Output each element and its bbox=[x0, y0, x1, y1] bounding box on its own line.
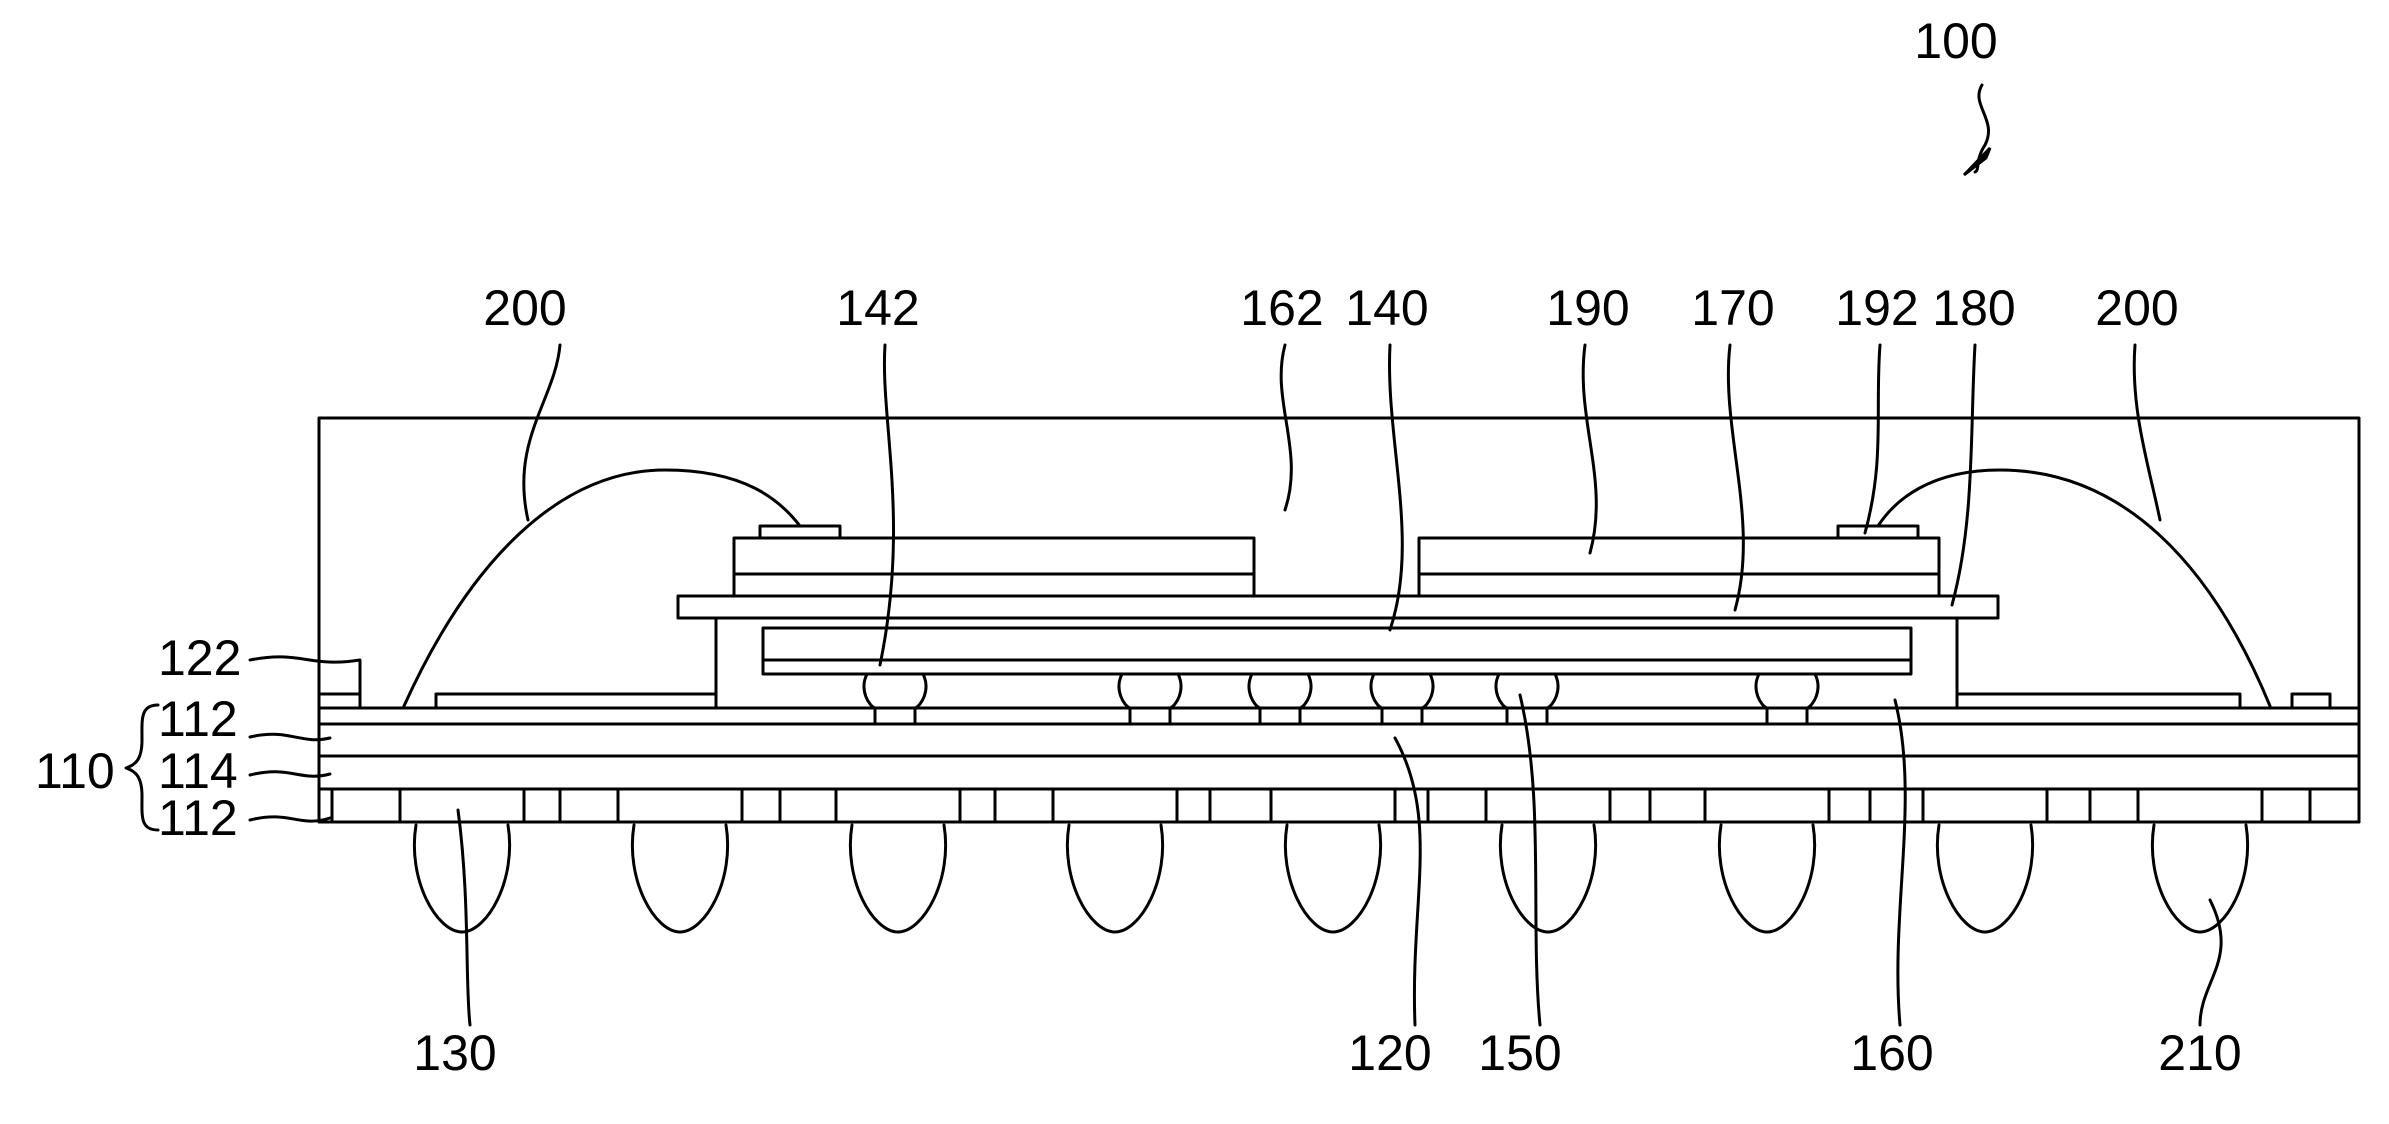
upper-chip-right bbox=[1419, 538, 1939, 596]
label-150: 150 bbox=[1478, 1025, 1561, 1081]
bottom-pad bbox=[1923, 789, 2047, 822]
bond-pad-right bbox=[1838, 526, 1918, 538]
bump bbox=[1756, 674, 1818, 708]
bump bbox=[1371, 674, 1433, 708]
substrate-bottom-pads bbox=[332, 789, 2310, 822]
solder-ball bbox=[2152, 825, 2247, 932]
solder-ball bbox=[1937, 825, 2032, 932]
bump bbox=[1119, 674, 1181, 708]
label-110: 110 bbox=[35, 743, 115, 799]
upper-chip-left bbox=[734, 538, 1254, 596]
semiconductor-chip bbox=[763, 628, 1911, 674]
label-180: 180 bbox=[1932, 280, 2015, 336]
bottom-pad bbox=[836, 789, 960, 822]
bottom-pad bbox=[618, 789, 742, 822]
solder-ball bbox=[1285, 825, 1380, 932]
bottom-pad bbox=[1271, 789, 1395, 822]
solder-ball bbox=[632, 825, 727, 932]
label-122: 122 bbox=[158, 630, 241, 686]
bump bbox=[864, 674, 926, 708]
top-pad bbox=[2292, 694, 2330, 708]
label-160: 160 bbox=[1850, 1025, 1933, 1081]
bottom-pad bbox=[1053, 789, 1177, 822]
label-192: 192 bbox=[1835, 280, 1918, 336]
substrate-top-pads bbox=[319, 694, 2330, 708]
top-pad bbox=[436, 694, 716, 708]
label-130: 130 bbox=[413, 1025, 496, 1081]
top-pad bbox=[1957, 694, 2240, 708]
label-200-right: 200 bbox=[2095, 280, 2178, 336]
bump bbox=[1496, 674, 1558, 708]
label-142: 142 bbox=[836, 280, 919, 336]
label-112-bottom: 112 bbox=[158, 790, 238, 846]
label-200-left: 200 bbox=[483, 280, 566, 336]
label-140: 140 bbox=[1345, 280, 1428, 336]
top-pad bbox=[319, 694, 360, 708]
label-120: 120 bbox=[1348, 1025, 1431, 1081]
label-210: 210 bbox=[2158, 1025, 2241, 1081]
bottom-pad bbox=[1486, 789, 1610, 822]
label-112-top: 112 bbox=[158, 691, 238, 747]
interposer bbox=[678, 596, 1998, 618]
label-100: 100 bbox=[1914, 13, 1997, 69]
bumps bbox=[864, 674, 1818, 724]
solder-balls bbox=[414, 825, 2247, 932]
solder-ball bbox=[850, 825, 945, 932]
solder-ball bbox=[1719, 825, 1814, 932]
bottom-pad bbox=[2138, 789, 2262, 822]
bond-pad-left bbox=[760, 526, 840, 538]
bump bbox=[1249, 674, 1311, 708]
label-162: 162 bbox=[1240, 280, 1323, 336]
label-190: 190 bbox=[1546, 280, 1629, 336]
reference-arrow-100 bbox=[1964, 85, 1990, 175]
leader-lines bbox=[250, 345, 2221, 1025]
label-170: 170 bbox=[1691, 280, 1774, 336]
bottom-pad bbox=[400, 789, 524, 822]
solder-ball bbox=[1067, 825, 1162, 932]
bottom-pad bbox=[1705, 789, 1829, 822]
solder-ball bbox=[1500, 825, 1595, 932]
brace-110 bbox=[126, 705, 158, 830]
